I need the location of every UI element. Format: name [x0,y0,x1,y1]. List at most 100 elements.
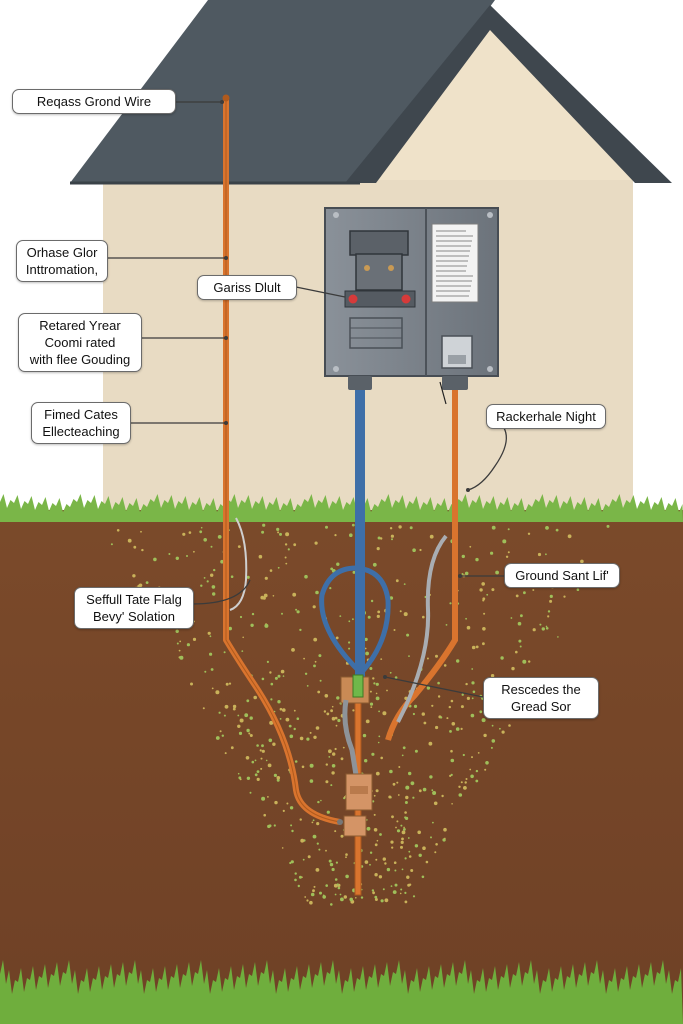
soil-speckle [483,612,486,615]
soil-speckle [345,874,349,879]
soil-speckle [273,773,277,778]
soil-speckle [213,568,216,572]
soil-speckle [339,615,342,617]
soil-speckle [258,554,263,559]
soil-speckle [371,889,375,892]
soil-speckle [215,736,220,740]
soil-speckle [432,821,434,824]
soil-speckle [335,861,338,864]
leader-dot [466,488,470,492]
soil-speckle [298,875,302,879]
soil-speckle [466,696,470,701]
soil-speckle [290,860,294,864]
soil-speckle [376,614,380,619]
soil-speckle [450,773,453,777]
soil-speckle [290,824,293,827]
soil-speckle [501,730,505,734]
soil-speckle [434,851,437,854]
soil-speckle [425,860,429,864]
soil-speckle [470,774,474,779]
soil-speckle [339,893,342,896]
soil-speckle [317,800,320,804]
soil-speckle [545,553,547,556]
leader-dot [383,675,387,679]
soil-speckle [289,806,294,810]
soil-speckle [246,575,250,579]
soil-speckle [261,530,265,534]
label-rackerhale-night: Rackerhale Night [486,404,606,429]
soil-speckle [246,699,250,703]
soil-speckle [510,617,513,619]
soil-speckle [246,776,251,780]
soil-speckle [316,822,320,826]
soil-speckle [485,761,489,765]
soil-speckle [369,702,374,706]
soil-speckle [253,695,257,700]
soil-speckle [412,548,416,552]
soil-speckle [317,690,321,694]
soil-speckle [266,660,269,664]
soil-speckle [269,671,272,674]
soil-speckle [332,752,336,756]
soil-speckle [230,746,234,750]
soil-speckle [269,720,274,725]
soil-speckle [312,819,315,822]
gray-lead [342,699,359,776]
soil-speckle [463,786,467,790]
soil-speckle [340,834,344,838]
soil-speckle [563,595,566,598]
soil-speckle [168,553,171,555]
conduit-fitting [442,376,468,390]
soil-speckle [348,647,351,650]
soil-speckle [408,850,411,853]
soil-speckle [507,528,510,531]
soil-speckle [475,645,479,649]
soil-speckle [382,888,385,891]
soil-speckle [390,885,393,887]
soil-speckle [244,713,249,718]
soil-speckle [337,718,341,723]
soil-speckle [182,532,186,536]
soil-speckle [455,727,460,731]
soil-speckle [451,803,453,805]
soil-speckle [437,681,440,685]
soil-speckle [307,855,311,859]
soil-speckle [237,545,241,548]
label-text: Inttromation, [25,262,99,277]
soil-speckle [390,840,394,844]
soil-speckle [410,781,415,786]
soil-speckle [471,697,474,700]
soil-speckle [299,736,304,741]
soil-speckle [555,528,559,532]
soil-speckle [186,555,188,557]
soil-speckle [285,532,290,537]
soil-speckle [310,892,315,897]
soil-speckle [249,791,252,794]
soil-speckle [460,781,463,784]
soil-speckle [405,795,409,800]
soil-speckle [408,883,412,886]
soil-speckle [280,669,285,674]
soil-speckle [273,824,276,827]
soil-speckle [461,573,464,575]
soil-speckle [471,645,476,650]
soil-speckle [377,536,381,540]
soil-speckle [320,799,322,802]
soil-speckle [431,704,434,707]
soil-speckle [294,760,298,763]
soil-speckle [422,615,425,619]
soil-speckle [315,726,320,730]
breaker-bar [344,290,416,308]
soil-speckle [502,539,507,544]
soil-speckle [334,534,337,537]
soil-speckle [232,704,237,709]
soil-speckle [285,717,290,722]
soil-speckle [450,749,453,753]
soil-speckle [207,631,211,635]
soil-speckle [200,584,203,587]
label-rescedes: Rescedes the Gread Sor [483,677,599,719]
soil-speckle [507,551,510,554]
soil-speckle [260,757,263,760]
soil-speckle [289,861,292,865]
soil-speckle [527,532,531,535]
